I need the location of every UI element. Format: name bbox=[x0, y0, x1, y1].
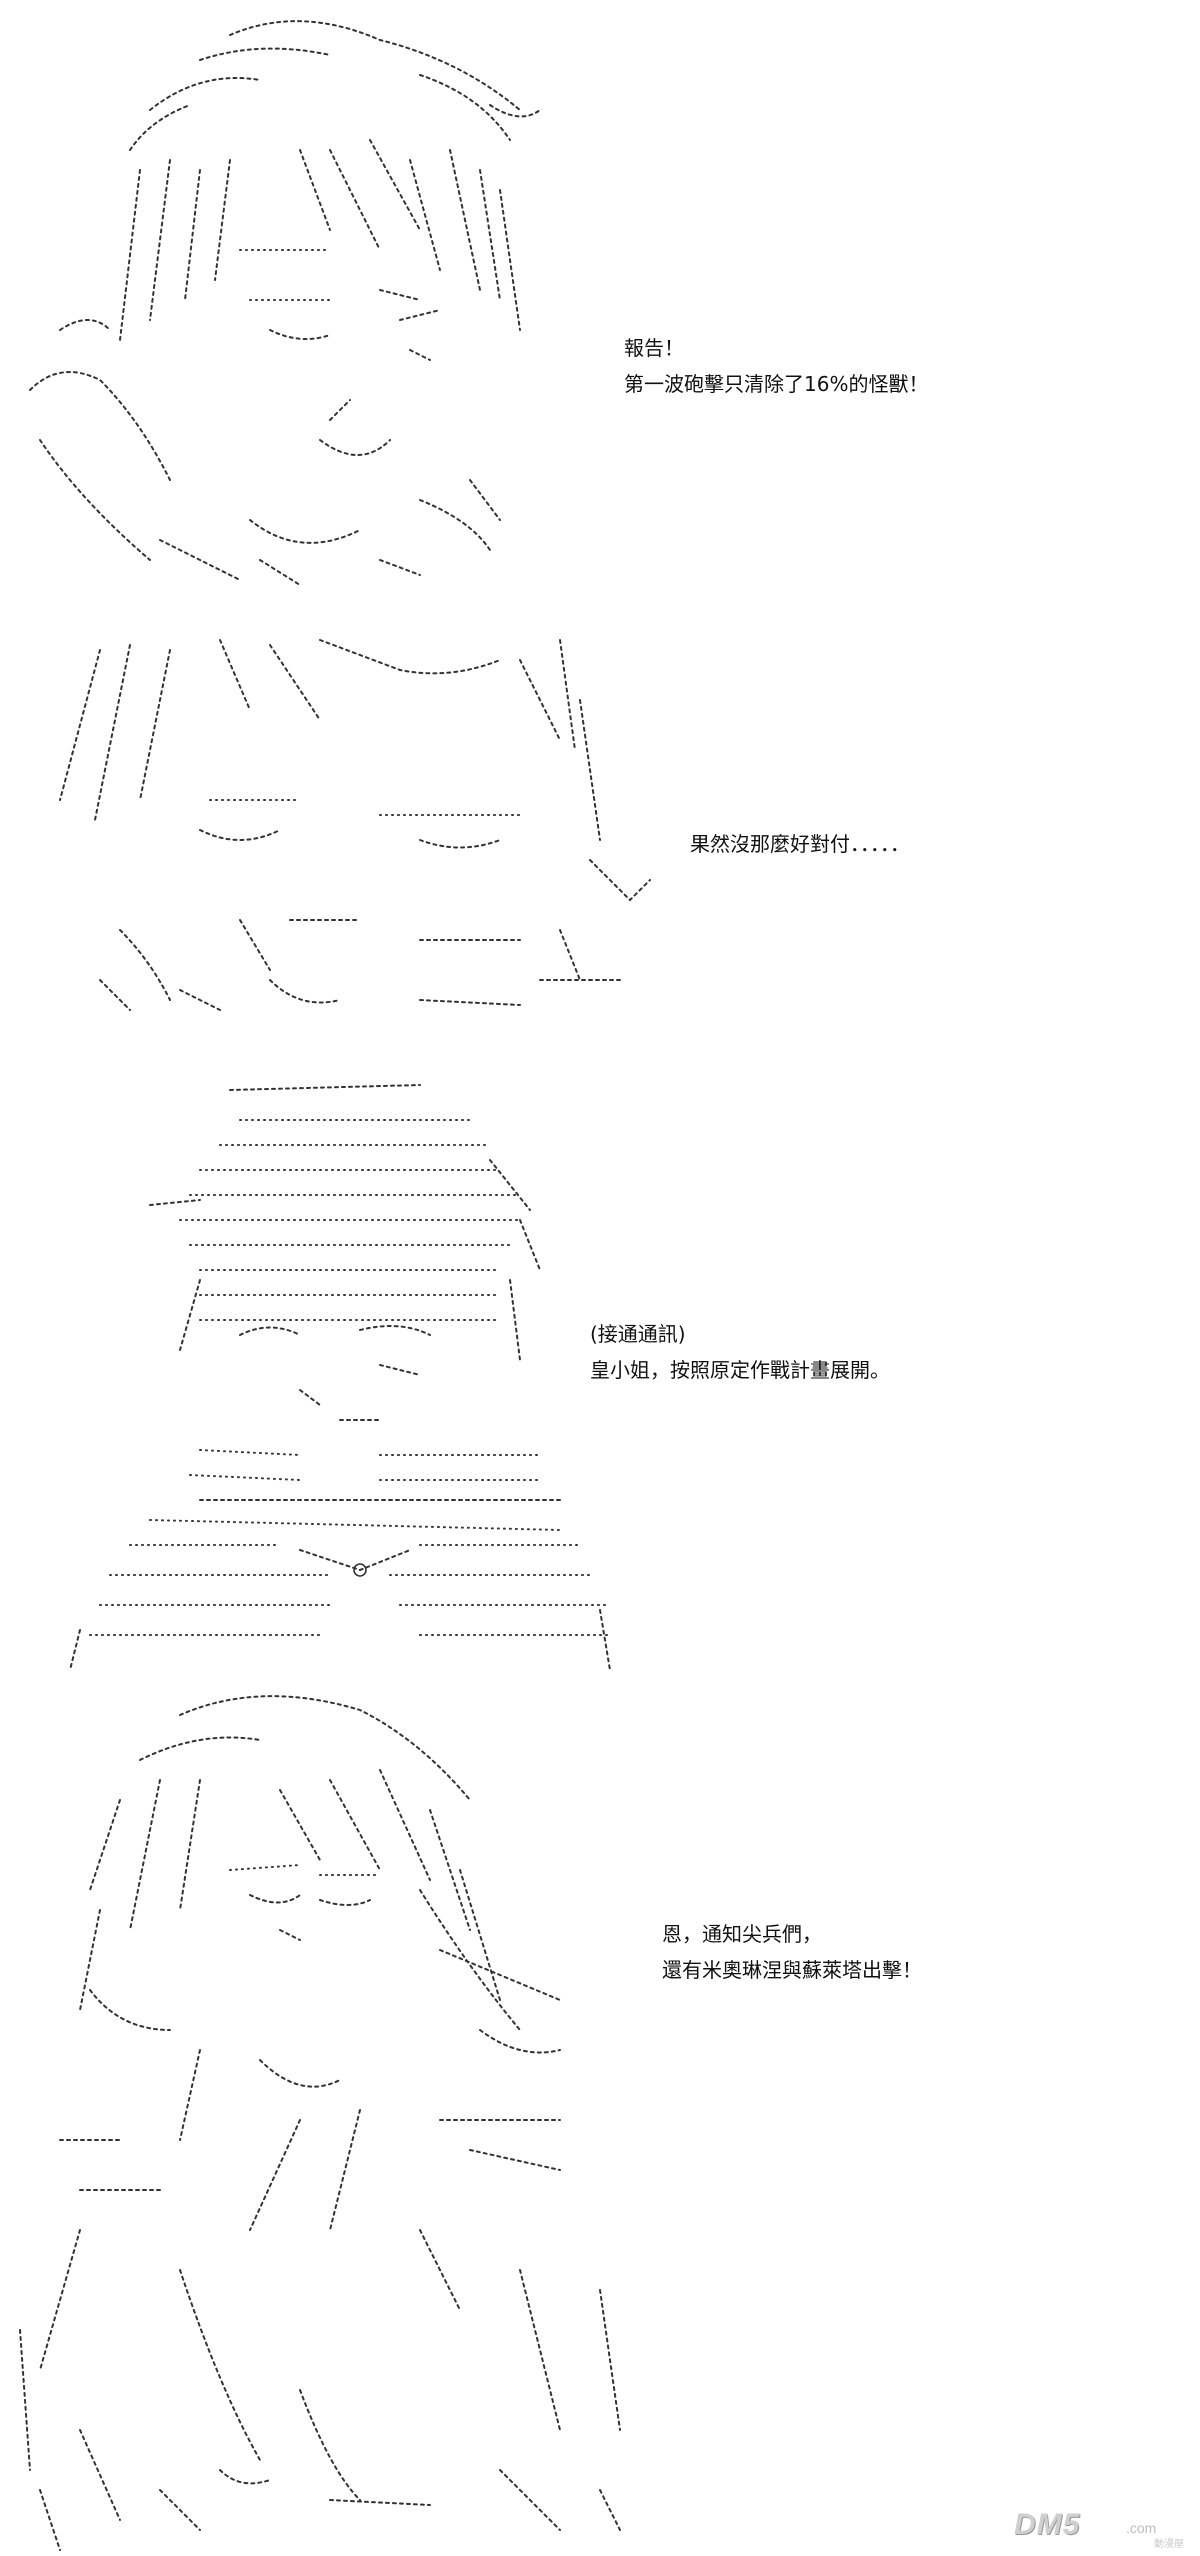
speech-line: 皇小姐，按照原定作戰計畫展開。 bbox=[590, 1358, 890, 1382]
speech-panel-4: 恩，通知尖兵們， 還有米奧琳涅與蘇萊塔出擊！ bbox=[662, 1916, 922, 1988]
site-watermark: DM5 .com 動漫屋 bbox=[1014, 2506, 1184, 2550]
speech-panel-3: (接通通訊) 皇小姐，按照原定作戰計畫展開。 bbox=[590, 1316, 890, 1388]
speech-line: 恩，通知尖兵們， bbox=[662, 1922, 822, 1946]
speech-line: 報告！ bbox=[624, 336, 684, 360]
speech-panel-2: 果然沒那麼好對付．．．．． bbox=[690, 826, 910, 862]
ascii-art-character-3 bbox=[69, 1084, 611, 1670]
speech-line: 還有米奧琳涅與蘇萊塔出擊！ bbox=[662, 1958, 922, 1982]
ascii-art-character-1 bbox=[29, 20, 541, 586]
panel-2: 果然沒那麼好對付．．．．． bbox=[0, 600, 1200, 1030]
panel-4: 恩，通知尖兵們， 還有米奧琳涅與蘇萊塔出擊！ bbox=[0, 1670, 1200, 2556]
speech-line: 果然沒那麼好對付．．．．． bbox=[690, 832, 910, 856]
watermark-subtext: 動漫屋 bbox=[1154, 2539, 1184, 2550]
speech-line: (接通通訊) bbox=[590, 1322, 686, 1346]
watermark-logo-suffix: .com bbox=[1126, 2520, 1157, 2536]
watermark-logo-text: DM5 bbox=[1014, 2508, 1081, 2541]
panel-1: 報告！ 第一波砲擊只清除了16%的怪獸！ bbox=[0, 0, 1200, 600]
speech-line: 第一波砲擊只清除了16%的怪獸！ bbox=[624, 372, 929, 396]
speech-panel-1: 報告！ 第一波砲擊只清除了16%的怪獸！ bbox=[624, 330, 928, 402]
ascii-art-character-2 bbox=[59, 639, 651, 1011]
panel-3: (接通通訊) 皇小姐，按照原定作戰計畫展開。 bbox=[0, 1030, 1200, 1670]
ascii-art-character-4 bbox=[19, 1695, 621, 2551]
